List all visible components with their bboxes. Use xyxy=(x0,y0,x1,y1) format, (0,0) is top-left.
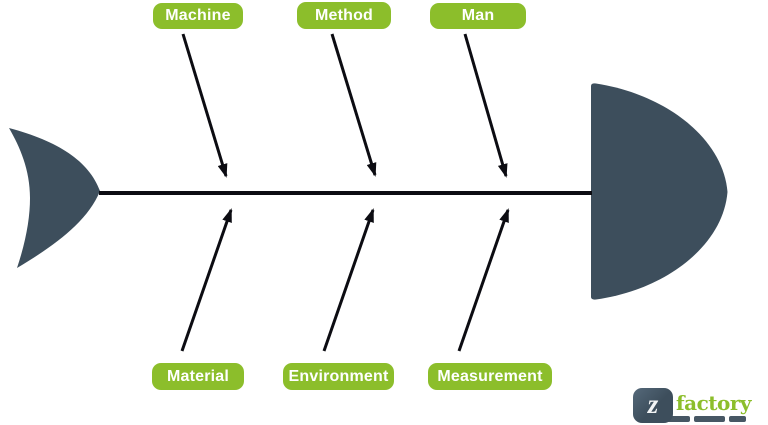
cause-bone-machine xyxy=(181,33,228,178)
fish-head-shape xyxy=(591,83,728,300)
cause-label-text: Environment xyxy=(288,367,389,385)
cause-label-text: Method xyxy=(314,6,374,24)
cause-label-man: Man xyxy=(430,3,526,29)
cause-bone-man xyxy=(463,33,508,178)
tagline-bar xyxy=(729,416,746,422)
cause-label-machine: Machine xyxy=(153,3,243,29)
brand-logo: z factory xyxy=(633,388,768,425)
cause-label-text: Machine xyxy=(165,7,231,24)
logo-tagline xyxy=(663,416,746,422)
tagline-bar xyxy=(694,416,725,422)
cause-label-method: Method xyxy=(297,2,391,29)
logo-letter: z xyxy=(647,389,659,419)
cause-label-text: Measurement xyxy=(437,367,543,385)
logo-wordmark: factory xyxy=(676,391,751,415)
cause-label-text: Material xyxy=(166,367,230,385)
cause-bone-environment xyxy=(322,208,375,352)
fish-tail-shape xyxy=(9,128,100,268)
cause-bone-material xyxy=(180,208,233,352)
cause-label-measurement: Measurement xyxy=(428,363,552,390)
cause-bone-method xyxy=(330,33,377,177)
cause-label-material: Material xyxy=(152,363,244,390)
cause-bone-measurement xyxy=(457,208,510,352)
tagline-bar xyxy=(663,416,690,422)
cause-label-text: Man xyxy=(461,7,495,24)
cause-label-environment: Environment xyxy=(283,363,394,390)
